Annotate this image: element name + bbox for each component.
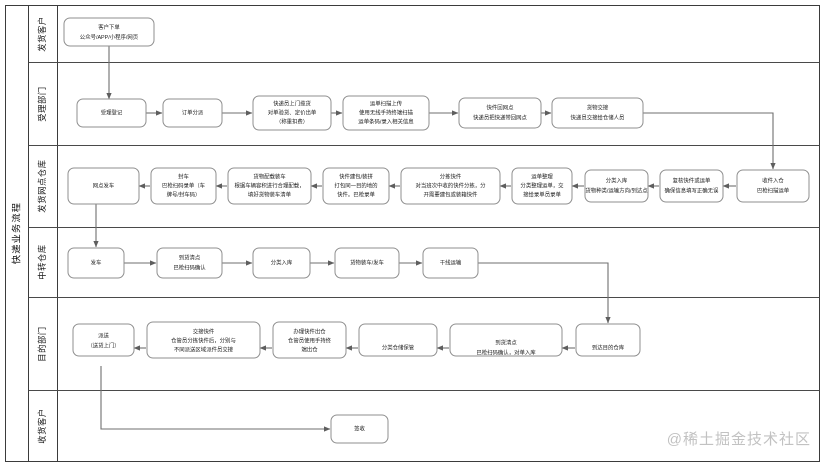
node-text-line: 到货清点 — [179, 253, 201, 261]
node-text-line: 货物配载装车 — [253, 172, 286, 180]
node-waybill-sorting[interactable]: 运单整理 分类整理运单，交 接给录单员录单 — [511, 167, 573, 205]
node-text-line: 受理登记 — [101, 108, 123, 116]
node-customer-order[interactable]: 客户下单 公众号/APP/小程序/网页 — [63, 17, 155, 47]
node-text-line: 运单整理 — [531, 172, 553, 180]
node-text-line: 牌号/封车码） — [167, 190, 201, 198]
node-text-line: 收件入仓 — [762, 176, 784, 184]
node-acceptance-registration[interactable]: 受理登记 — [76, 98, 147, 128]
node-text-line: 巴枪扫码录单（车 — [162, 181, 206, 189]
node-cargo-load-depart[interactable]: 货物装车/发车 — [334, 247, 400, 279]
swimlane-frame — [5, 5, 820, 462]
node-text-line: 封车 — [178, 172, 189, 180]
node-text-line: 复核快件或运单 — [673, 176, 711, 184]
node-text-line: 分类入库 — [271, 258, 293, 266]
node-text-line: 货物装车/发车 — [350, 258, 384, 266]
node-delivery[interactable]: 派送 （送货上门） — [72, 323, 135, 357]
node-text-line: 端出仓 — [301, 345, 318, 353]
node-text-line: 快件建包/装拼 — [339, 172, 373, 180]
node-order-dispatch[interactable]: 订单分派 — [162, 98, 223, 128]
node-depart[interactable]: 发车 — [67, 247, 125, 279]
node-text-line: 交接快件 — [193, 327, 215, 335]
node-parcel-sorting[interactable]: 分拣快件 对当班次中收的快件分拣，分 开需要建包或装箱快件 — [400, 167, 501, 205]
node-courier-pickup[interactable]: 快递员上门揽货 对单验货、定价出单 （称重扣费） — [252, 95, 332, 131]
node-trunk-transport[interactable]: 干线运输 — [422, 247, 479, 279]
node-text-line: 不同派送区域派件员交接 — [174, 345, 234, 353]
node-text-line: 快递员交接给仓储人员 — [571, 113, 626, 121]
node-text-line: 网点发车 — [93, 181, 115, 189]
node-arrive-dest-warehouse[interactable]: 到达目的仓库 — [575, 323, 641, 357]
node-text-line: 分类整理运单，交 — [520, 181, 564, 189]
node-text-line: 快件回网点 — [487, 103, 515, 111]
node-classified-storage-in[interactable]: 分类入库 货物种类/运输方向/到达点 — [584, 169, 649, 203]
node-sign-for-receipt[interactable]: 签收 — [330, 414, 389, 444]
node-text-line: 客户下单 — [98, 23, 120, 31]
connectors — [93, 46, 776, 432]
node-text-line: 分拣快件 — [440, 172, 462, 180]
node-text-line: （称重扣费） — [276, 117, 308, 125]
page-title-text: 快递业务流程 — [10, 202, 21, 264]
node-text-line: （送货上门） — [87, 341, 119, 349]
lane-label-shipper: 发货客户 — [37, 16, 47, 52]
node-receive-into-warehouse[interactable]: 收件入仓 巴枪扫描运单 — [736, 169, 810, 203]
node-arrival-check-transit[interactable]: 到货清点 巴枪扫码确认 — [156, 247, 223, 279]
node-text-line: 干线运输 — [440, 258, 462, 266]
lane-label-acceptance: 受理部门 — [37, 86, 47, 122]
node-text-line: 接给录单员录单 — [523, 190, 561, 198]
node-text-line: 对单验货、定价出单 — [268, 108, 317, 116]
connector-n7-n8 — [643, 112, 776, 170]
node-text-line: 货物交接 — [587, 103, 609, 111]
node-text-line: 签收 — [354, 424, 365, 432]
node-text-line: 运单扫描上传 — [370, 99, 403, 107]
node-parcel-bagging[interactable]: 快件建包/装拼 打包同一目的地的 快件。巴枪录单 — [322, 167, 390, 205]
node-classified-storage-transit[interactable]: 分类入库 — [252, 247, 311, 279]
node-text-line: 开需要建包或装箱快件 — [424, 190, 479, 198]
watermark: @稀土掘金技术社区 — [666, 431, 811, 448]
connector-n27-n28 — [100, 366, 331, 432]
node-text-line: 货物种类/运输方向/到达点 — [585, 186, 648, 194]
node-text-line: 打包同一目的地的 — [334, 181, 377, 189]
node-goods-handover[interactable]: 货物交接 快递员交接给仓储人员 — [551, 97, 644, 129]
node-text-line: 巴枪扫描运单 — [757, 186, 790, 194]
node-text-line: 快递员把快递带回网点 — [473, 113, 528, 121]
node-text-line: 巴枪扫码确认，对单入库 — [476, 348, 536, 356]
node-branch-departure[interactable]: 网点发车 — [67, 167, 140, 205]
node-text-line: 分类入库 — [606, 176, 628, 184]
lane-label-consignee: 收货客户 — [37, 408, 47, 444]
node-text-line: 填好货物装车清单 — [248, 190, 292, 198]
node-text-line: 派送 — [98, 331, 109, 339]
node-text-line: 根据车辆容积进行合理配载， — [234, 181, 304, 189]
node-text-line: 办理快件出仓 — [293, 327, 326, 335]
node-recheck-parcel-waybill[interactable]: 复核快件或运单 确保信息填写正确无误 — [659, 169, 724, 203]
connector-n21-n22 — [478, 262, 611, 324]
node-text-line: 对当班次中收的快件分拣，分 — [415, 181, 486, 189]
node-text-line: 分类仓储保管 — [382, 343, 415, 351]
node-text-line: 仓管员使用手持终 — [288, 336, 332, 344]
lane-label-dest: 目的部门 — [37, 326, 47, 362]
node-text-line: 仓管员分拣快件后，分别与 — [171, 336, 236, 344]
node-text-line: 到货清点 — [495, 338, 517, 346]
lane-label-transit: 中转仓库 — [37, 244, 47, 280]
node-text-line: 快件。巴枪录单 — [337, 190, 375, 198]
node-waybill-scan-upload[interactable]: 运单扫描上传 使用无线手持终端扫描 运单条码/录入相关信息 — [342, 95, 430, 131]
node-parcel-outbound[interactable]: 办理快件出仓 仓管员使用手持终 端出仓 — [272, 321, 347, 359]
node-text-line: 巴枪扫码确认 — [173, 263, 206, 271]
node-classified-warehousing[interactable]: 分类仓储保管 — [358, 323, 438, 357]
node-arrival-check-dest[interactable]: 到货清点 巴枪扫码确认，对单入库 — [449, 323, 563, 357]
node-text-line: 订单分派 — [182, 108, 204, 116]
node-parcel-back-to-branch[interactable]: 快件回网点 快递员把快递带回网点 — [458, 97, 542, 129]
page-title: 快递业务流程 — [10, 202, 21, 264]
node-seal-vehicle[interactable]: 封车 巴枪扫码录单（车 牌号/封车码） — [150, 167, 217, 205]
node-text-line: 快递员上门揽货 — [273, 99, 311, 107]
node-text-line: 确保信息填写正确无误 — [665, 186, 720, 194]
node-handover-parcel[interactable]: 交接快件 仓管员分拣快件后，分别与 不同派送区域派件员交接 — [146, 321, 261, 359]
node-text-line: 公众号/APP/小程序/网页 — [80, 33, 139, 41]
node-cargo-loading[interactable]: 货物配载装车 根据车辆容积进行合理配载， 填好货物装车清单 — [227, 167, 312, 205]
lane-label-origin: 发货网点仓库 — [37, 159, 47, 212]
node-text-line: 发车 — [91, 258, 102, 266]
node-text-line: 运单条码/录入相关信息 — [358, 117, 414, 125]
node-text-line: 使用无线手持终端扫描 — [359, 108, 414, 116]
lane-labels: 发货客户 受理部门 发货网点仓库 中转仓库 目的部门 收货客户 — [37, 16, 47, 444]
node-text-line: 到达目的仓库 — [592, 343, 625, 351]
